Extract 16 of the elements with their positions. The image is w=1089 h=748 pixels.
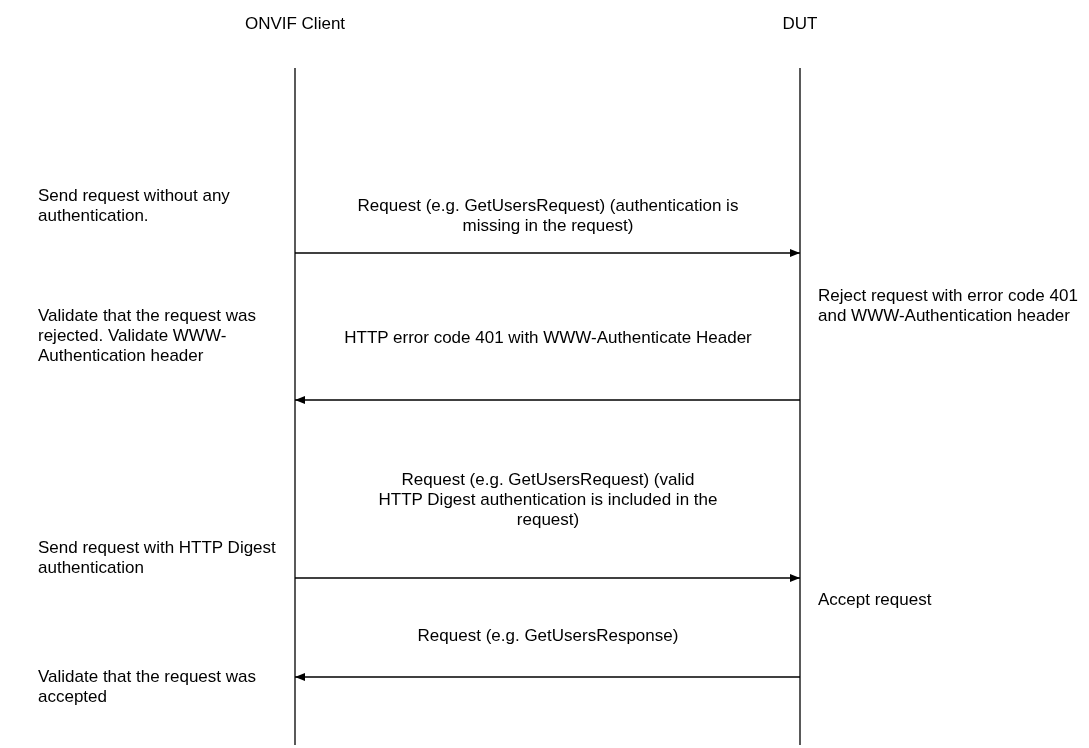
message-arrow (294, 673, 801, 681)
participant-name: ONVIF Client (243, 14, 347, 34)
message-label: Request (e.g. GetUsersRequest) (authentication is missing in the request) (356, 196, 740, 236)
step-note: Send request without any authentication. (38, 186, 231, 226)
step-note: Validate that the request was accepted (38, 667, 257, 707)
message-arrow (294, 574, 801, 582)
step-note: Accept request (818, 590, 933, 610)
message-label: HTTP error code 401 with WWW-Authenticate Header (343, 328, 753, 348)
step-note: Validate that the request was rejected. Validate WWW-Authentication header (38, 306, 257, 366)
message-label: Request (e.g. GetUsersResponse) (416, 626, 680, 646)
participant-name: DUT (781, 14, 819, 34)
message-arrow (294, 396, 801, 404)
message-arrow (294, 249, 801, 257)
message-label: Request (e.g. GetUsersRequest) (valid HTTP Digest authentication is included in the request) (378, 470, 718, 530)
step-note: Reject request with error code 401 and WWW-Authentication header (818, 286, 1079, 326)
step-note: Send request with HTTP Digest authentication (38, 538, 277, 578)
